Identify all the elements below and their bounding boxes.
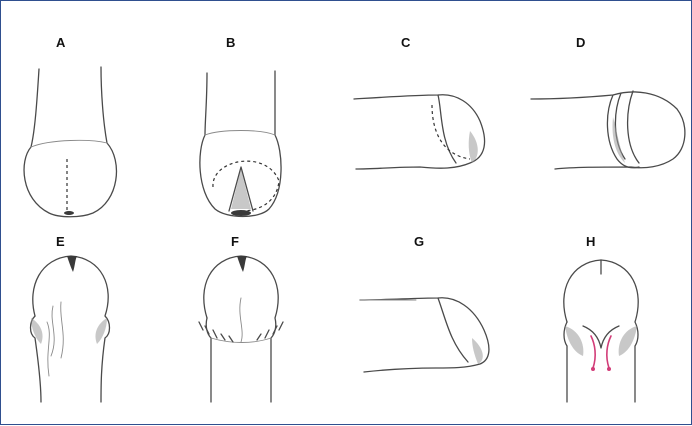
panel-b: B [171,21,341,201]
panel-h-drawing [521,226,691,426]
panel-c-drawing [346,21,516,221]
panel-d: D [521,21,691,201]
panel-e: E [1,226,171,406]
panel-f: F [171,226,341,406]
panel-a-drawing [1,21,171,221]
panel-d-drawing [521,21,691,221]
panel-g-drawing [346,226,516,426]
panel-a: A [1,21,171,201]
panel-b-drawing [171,21,341,221]
panel-c: C [346,21,516,201]
panel-f-drawing [171,226,341,426]
panel-g: G [346,226,516,406]
panel-h: H [521,226,691,406]
panel-e-drawing [1,226,171,426]
